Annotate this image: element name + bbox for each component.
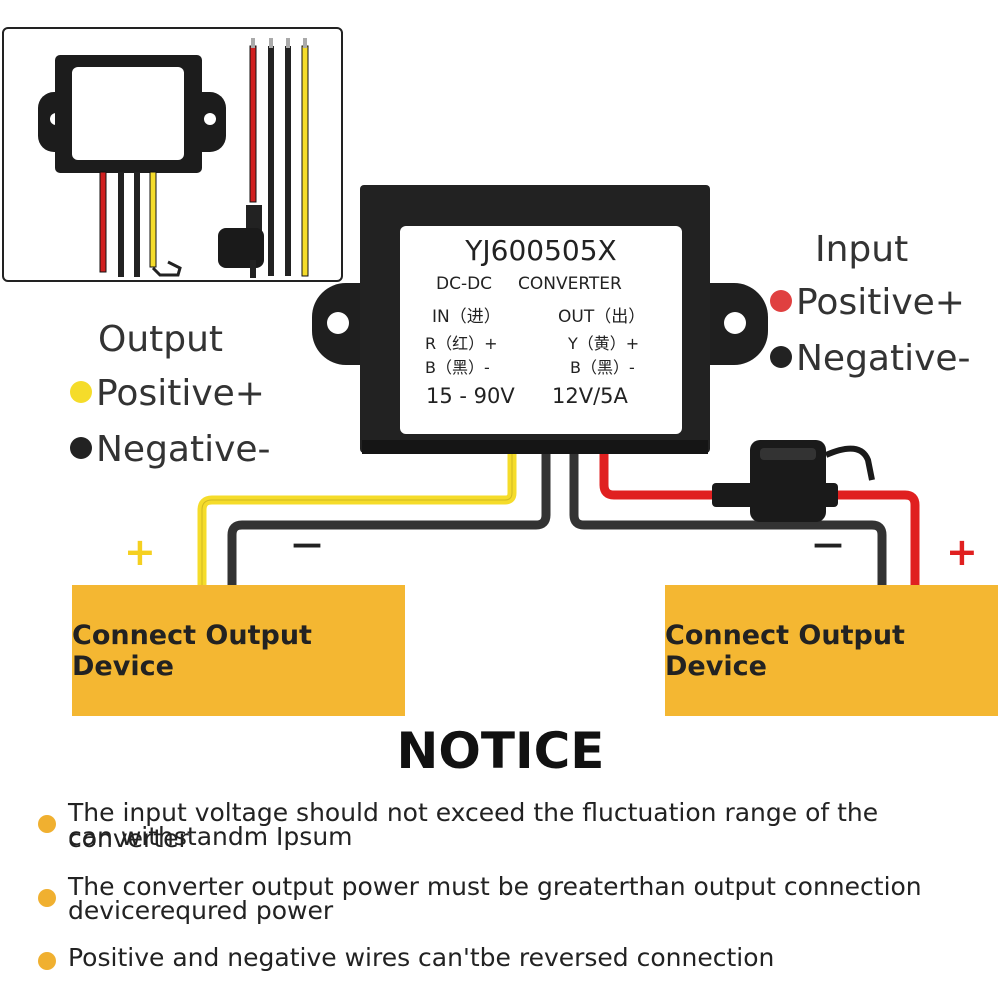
output-rating: 12V/5A — [552, 384, 628, 408]
type-left: DC-DC — [436, 274, 493, 294]
output-negative-label: Negative- — [96, 429, 271, 470]
converter-label: YJ600505X DC-DC CONVERTER IN（进） OUT（出） R… — [400, 226, 682, 434]
notice-item-line: The converter output power must be great… — [68, 872, 922, 901]
right-minus-sign: — — [813, 527, 843, 562]
output-negative-wire — [227, 454, 551, 585]
in-label: IN（进） — [432, 307, 501, 327]
left-minus-sign: — — [292, 527, 322, 562]
notice-item: The converter output power must be great… — [38, 872, 988, 932]
out-label: OUT（出） — [558, 307, 646, 327]
bullet-dot-icon — [38, 889, 56, 907]
notice-item: Positive and negative wires can'tbe reve… — [38, 945, 988, 979]
left-output-device-box: Connect Output Device — [72, 585, 405, 716]
output-positive-wire — [197, 454, 517, 585]
notice-item-line: The input voltage should not exceed the … — [68, 798, 879, 853]
input-legend-title: Input — [815, 229, 909, 270]
input-negative-label: Negative- — [796, 338, 971, 379]
input-negative-wire — [569, 454, 887, 585]
out-yellow-wire-spec: Y（黄）+ — [568, 334, 640, 353]
black-dot-icon — [770, 346, 792, 368]
notice-item-line: Positive and negative wires can'tbe reve… — [68, 943, 775, 972]
input-negative-legend: Negative- — [770, 338, 971, 379]
input-positive-legend: Positive+ — [770, 282, 965, 323]
out-black-wire-spec: B（黑）- — [570, 358, 635, 377]
output-negative-legend: Negative- — [70, 429, 271, 470]
notice-title: NOTICE — [396, 722, 605, 780]
input-positive-wire — [599, 454, 920, 585]
notice-item: The input voltage should not exceed the … — [38, 798, 988, 858]
output-positive-legend: Positive+ — [70, 373, 265, 414]
bullet-dot-icon — [38, 952, 56, 970]
left-plus-sign: + — [124, 530, 156, 574]
notice-item-line: can withstandm Ipsum — [68, 822, 353, 851]
red-dot-icon — [770, 290, 792, 312]
fuse-holder — [712, 440, 875, 522]
yellow-dot-icon — [70, 381, 92, 403]
right-output-device-box: Connect Output Device — [665, 585, 998, 716]
model-number: YJ600505X — [465, 234, 617, 267]
in-black-wire-spec: B（黑）- — [425, 358, 490, 377]
type-right: CONVERTER — [518, 274, 622, 294]
input-voltage-range: 15 - 90V — [426, 384, 515, 408]
right-plus-sign: + — [946, 530, 978, 574]
notice-item-line: devicerequred power — [68, 896, 334, 925]
output-positive-label: Positive+ — [96, 373, 265, 414]
black-dot-icon — [70, 437, 92, 459]
output-legend-title: Output — [98, 319, 224, 360]
in-red-wire-spec: R（红）+ — [425, 334, 498, 353]
input-positive-label: Positive+ — [796, 282, 965, 323]
inset-converter — [38, 38, 309, 278]
bullet-dot-icon — [38, 815, 56, 833]
